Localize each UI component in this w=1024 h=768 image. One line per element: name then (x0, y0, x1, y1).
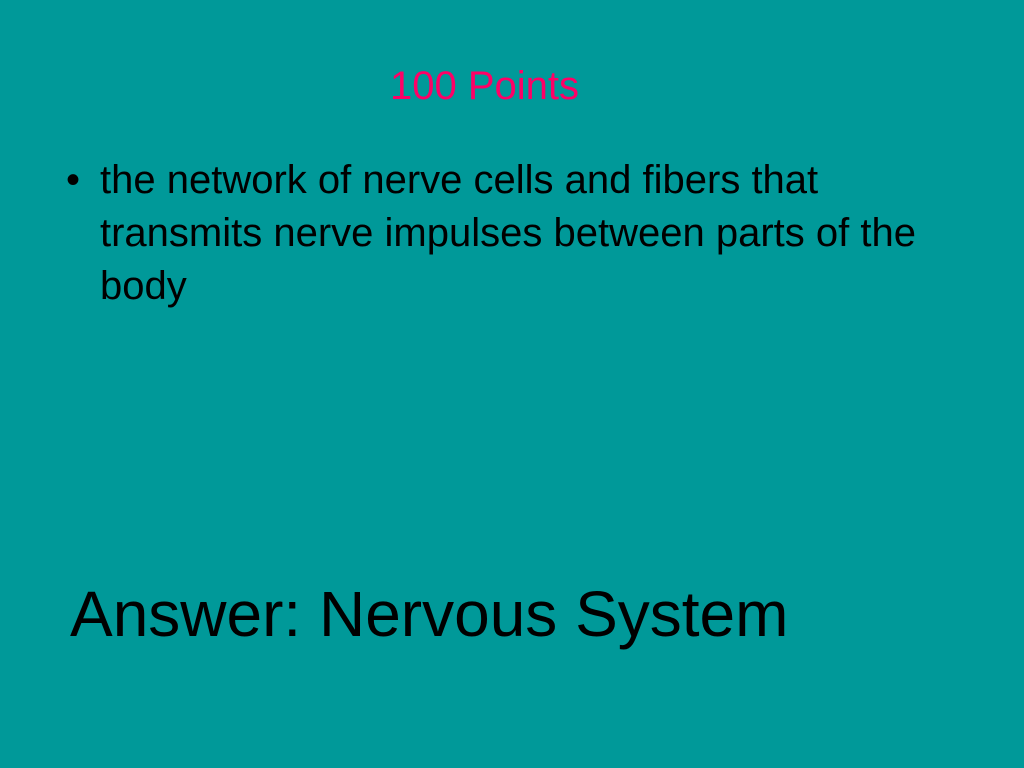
points-title: 100 Points (390, 64, 580, 108)
answer-text: Answer: Nervous System (70, 578, 789, 650)
clue-text: the network of nerve cells and fibers th… (100, 158, 916, 308)
clue-bullet-item: • the network of nerve cells and fibers … (58, 154, 988, 313)
clue-list: • the network of nerve cells and fibers … (58, 154, 988, 313)
bullet-icon: • (65, 158, 80, 202)
